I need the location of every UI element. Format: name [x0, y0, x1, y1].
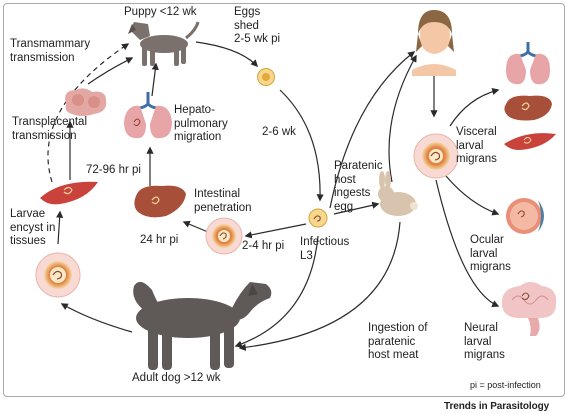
- infectious-l3-label: Infectious L3: [300, 236, 350, 262]
- arrow-l3-to-intestine: [244, 223, 307, 239]
- rabbit-icon: [378, 171, 418, 216]
- arrow-l3-to-human: [329, 51, 416, 209]
- transmammary-label: Transmammary transmission: [10, 38, 91, 64]
- ingestion-label: Ingestion of paratenic host meat: [368, 322, 428, 361]
- larvae-encyst-label: Larvae encyst in tissues: [10, 208, 56, 247]
- arrow-egg-to-l3: [279, 89, 324, 202]
- puppy-label: Puppy <12 wk: [124, 6, 197, 18]
- arrow-puppy-to-egg: [195, 41, 258, 68]
- arrow-transmammary: [47, 43, 130, 183]
- brain-icon: [501, 282, 557, 336]
- visceral-label: Visceral larval migrans: [456, 126, 497, 165]
- arrow-uterus-to-puppy: [87, 57, 134, 85]
- cycle-arrows: [47, 41, 500, 351]
- two-six-wk-label: 2-6 wk: [262, 126, 296, 138]
- puppy-icon: [128, 21, 200, 66]
- eggs-shed-label: Eggs shed 2-5 wk pi: [234, 6, 281, 45]
- tissue-cyst-icon: [35, 252, 81, 298]
- neural-label: Neural larval migrans: [464, 322, 505, 361]
- muscle-icon: [40, 181, 98, 205]
- arrow-l3-to-adult: [234, 235, 319, 348]
- arrow-rabbit-to-adult: [238, 221, 401, 351]
- arrow-l3-to-rabbit: [333, 201, 380, 215]
- human-liver-icon: [504, 95, 552, 121]
- hepato-pulmonary-label: Hepato- pulmonary migration: [174, 104, 228, 143]
- arrow-intestine-to-liver: [182, 220, 209, 233]
- egg-icon: [257, 68, 275, 86]
- two-four-hr-label: 2-4 hr pi: [242, 240, 285, 252]
- adult-dog-icon: [133, 281, 272, 370]
- l3-egg-icon: [308, 208, 328, 228]
- twenty-four-hr-label: 24 hr pi: [140, 234, 179, 246]
- transplacental-label: Transplacental transmission: [12, 116, 88, 142]
- lungs-icon: [124, 92, 172, 139]
- arrow-adult-to-cyst: [60, 303, 133, 333]
- eye-icon: [506, 198, 544, 234]
- human-lungs-icon: [506, 42, 550, 85]
- uterus-icon: [65, 88, 107, 116]
- liver-icon: [134, 185, 186, 218]
- intestinal-cyst-icon: [205, 217, 243, 255]
- pi-note: pi = post-infection: [470, 380, 541, 390]
- arrow-cyst-to-brain: [435, 179, 500, 307]
- human-muscle-icon: [504, 133, 556, 150]
- arrow-cyst-to-muscle: [56, 210, 64, 245]
- human-cyst-icon: [413, 133, 459, 179]
- arrow-lungs-to-puppy: [151, 62, 159, 97]
- intestinal-penetration-label: Intestinal penetration: [194, 188, 252, 214]
- arrow-cyst-to-eye: [445, 175, 500, 216]
- adult-dog-label: Adult dog >12 wk: [132, 372, 221, 384]
- journal-credit: Trends in Parasitology: [444, 401, 550, 412]
- ocular-label: Ocular larval migrans: [470, 234, 511, 273]
- paratenic-ingests-label: Paratenic host ingests egg: [334, 160, 383, 213]
- arrow-rabbit-to-human: [388, 54, 417, 183]
- arrow-cyst-to-visceral: [449, 88, 500, 127]
- seventy-two-hr-label: 72-96 hr pi: [86, 164, 141, 176]
- human-head-icon: [412, 10, 456, 76]
